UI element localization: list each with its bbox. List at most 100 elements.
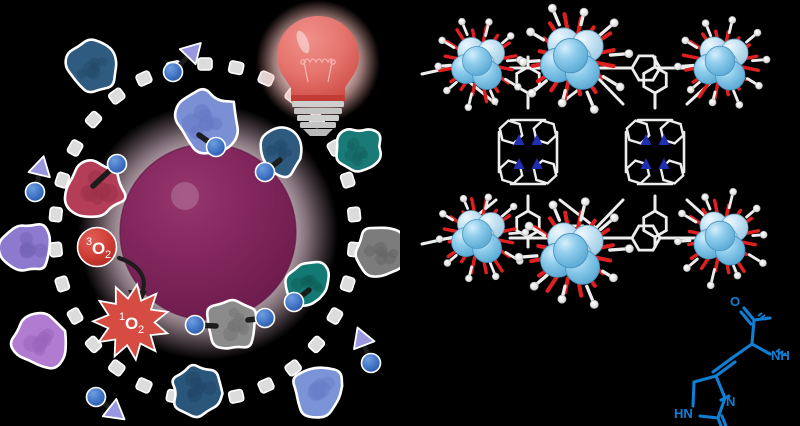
bead-tag[interactable]: [347, 324, 382, 374]
protein-blob[interactable]: [291, 362, 350, 422]
membrane-dash: [326, 307, 344, 325]
hydrogen-atom: [443, 259, 452, 267]
bond: [526, 65, 541, 75]
hydrogen-atom: [524, 221, 534, 231]
bead-tag[interactable]: [283, 287, 312, 313]
hydrogen-atom: [464, 103, 473, 112]
protein-lobe: [91, 193, 104, 205]
mof-crystal-structure-panel: O NH N HN O: [400, 0, 800, 426]
bead-tag[interactable]: [196, 132, 227, 158]
bead-tag[interactable]: [24, 154, 55, 203]
protein-blob[interactable]: [51, 149, 133, 231]
nitrogen-atom: [531, 134, 543, 145]
zr6-cluster[interactable]: [674, 187, 768, 290]
hydrogen-atom: [527, 88, 537, 98]
bulb-filament: [300, 58, 336, 83]
singlet-oxygen-subscript: 2: [138, 324, 144, 336]
hydrogen-atom: [580, 197, 590, 207]
hydrogen-atom: [509, 202, 518, 211]
zr6-cluster[interactable]: [434, 17, 524, 112]
bond: [630, 224, 641, 240]
membrane-dash: [108, 359, 126, 377]
protein-blob[interactable]: [3, 306, 75, 379]
protein-lobe: [311, 280, 322, 291]
hydrogen-atom: [733, 271, 742, 280]
bead-tag[interactable]: [184, 314, 219, 336]
membrane-dash: [227, 60, 245, 76]
bond: [673, 134, 685, 145]
protein-lobe: [82, 61, 99, 78]
bond: [673, 174, 685, 185]
bead-tag[interactable]: [254, 157, 283, 183]
bead-sphere: [254, 161, 276, 183]
hydrogen-atom: [759, 259, 767, 267]
hydrogen-atom: [443, 86, 451, 95]
zirconium-atom: [553, 38, 589, 74]
hydrogen-atom: [506, 32, 515, 40]
protein-blob[interactable]: [168, 362, 226, 420]
bond: [628, 138, 642, 145]
protein-lobe: [375, 247, 386, 258]
zr6-cluster[interactable]: [514, 197, 634, 309]
arrowhead-tag: [178, 42, 202, 66]
conjugate-tag-layer: [24, 35, 382, 426]
bond: [653, 85, 668, 95]
bond: [642, 229, 657, 239]
protein-blob[interactable]: [352, 223, 400, 282]
zr6-cluster[interactable]: [518, 3, 634, 114]
hydrogen-atom: [465, 274, 473, 283]
bond: [659, 119, 671, 130]
protein-blob[interactable]: [0, 212, 60, 280]
hydrogen-atom: [439, 210, 447, 218]
bead-sphere: [254, 307, 276, 329]
bond: [558, 198, 598, 230]
atom-label-hn-ring: HN: [674, 406, 693, 421]
bulb-glass: [277, 16, 359, 97]
triplet-oxygen-badge[interactable]: 3 O 2: [76, 226, 118, 268]
bead-tag[interactable]: [162, 35, 209, 83]
bond: [642, 85, 657, 95]
bead-tag[interactable]: [90, 153, 128, 189]
membrane-dash: [48, 241, 64, 258]
membrane-dash: [257, 377, 275, 394]
arrowhead-tag: [101, 398, 126, 421]
bead-tag[interactable]: [85, 386, 132, 426]
protein-blob[interactable]: [332, 124, 385, 175]
bead-tag[interactable]: [245, 307, 276, 329]
zr6-cluster[interactable]: [674, 16, 771, 109]
bond: [498, 127, 504, 142]
protein-lobe: [198, 108, 213, 123]
bond: [535, 178, 549, 185]
membrane-dash: [135, 377, 153, 394]
protein-blob[interactable]: [167, 77, 253, 165]
light-bulb-icon[interactable]: [256, 0, 380, 136]
bond: [659, 167, 665, 182]
hydrogen-atom: [759, 230, 768, 239]
bond: [630, 54, 641, 70]
arrowhead-tag: [27, 155, 51, 179]
nanoparticle-core[interactable]: [119, 143, 297, 321]
protein-lobe: [20, 232, 33, 246]
stereo-hash-marks: [757, 312, 787, 357]
membrane-dash: [135, 70, 153, 87]
protein-blob[interactable]: [205, 298, 259, 350]
bond: [662, 178, 676, 185]
hydrogen-atom: [609, 213, 619, 223]
triplet-oxygen-subscript: 2: [105, 249, 111, 261]
protein-blob[interactable]: [59, 34, 123, 97]
protein-lobe: [76, 69, 87, 80]
atom-label-group: O NH N HN O: [674, 294, 790, 421]
hydrogen-atom: [459, 194, 468, 203]
singlet-oxygen-symbol: O: [125, 314, 138, 333]
bond: [679, 162, 685, 177]
singlet-oxygen-badge[interactable]: 1 O 2: [90, 282, 170, 362]
hydrogen-atom: [485, 18, 493, 26]
hydrogen-atom: [529, 281, 539, 291]
nanoparticle-highlight: [171, 182, 199, 210]
bond: [512, 174, 524, 185]
imidazolone-molecule[interactable]: O NH N HN O: [674, 294, 790, 426]
zr6-cluster[interactable]: [435, 193, 530, 283]
protein-blob[interactable]: [252, 121, 308, 180]
protein-lobe: [97, 57, 108, 67]
oxygen-bond: [739, 240, 757, 247]
